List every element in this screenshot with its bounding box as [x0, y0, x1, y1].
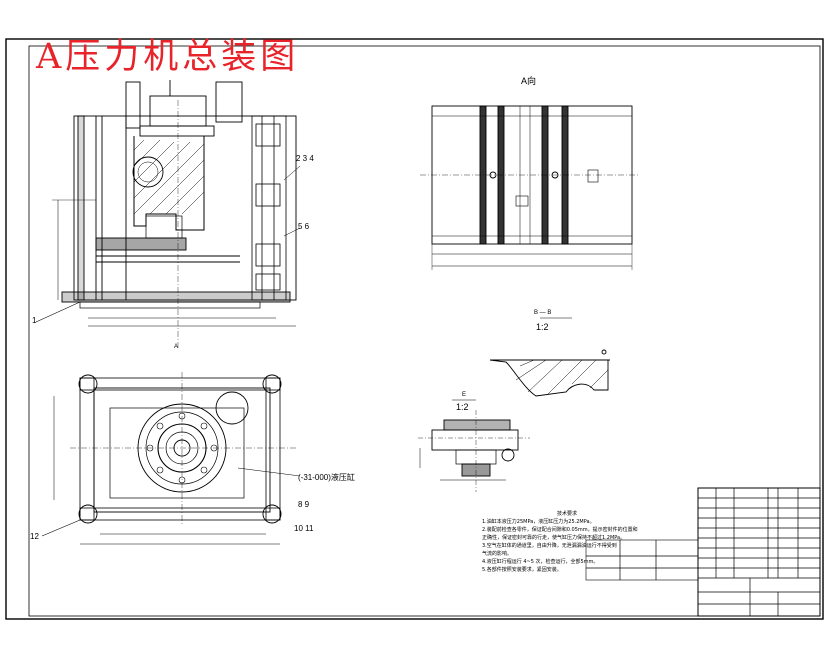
section-b-label: B — B: [534, 310, 552, 316]
title-block: [585, 487, 821, 617]
mark-a: A: [174, 344, 179, 350]
callout-2-3-4: 2 3 4: [296, 154, 314, 163]
technical-notes: 技术要求 1.油缸本液压力25MPa，液压缸压力为25.2MPa。 2.装配前检…: [482, 510, 692, 574]
callout-10-11: 10 11: [294, 524, 314, 533]
callout-5-6: 5 6: [298, 222, 310, 231]
callout-1: 1: [32, 316, 37, 325]
callout-8-9: 8 9: [298, 500, 310, 509]
inner-border: [28, 45, 821, 617]
drawing-title: A压力机总装图: [36, 37, 300, 77]
note-line: 4.液压缸行程运行 4~5 次，检查运行，全部5mm。: [482, 559, 599, 565]
view-a: [420, 105, 640, 270]
note-line: 正确性，保证密封可靠的行走，使气缸压力保持不超过1.2MPa。: [482, 535, 626, 541]
outer-border: [5, 38, 824, 620]
callout-hydraulic-cylinder: (-31-000)液压缸: [298, 473, 355, 482]
note-line: 2.装配前检查各零件，保证配合间隙和0.05mm，提示密封件的位置和: [482, 527, 638, 533]
view-a-label: A向: [521, 76, 537, 86]
note-line: 1.油缸本液压力25MPa，液压缸压力为25.2MPa。: [482, 519, 595, 525]
detail-e-scale: 1:2: [456, 402, 469, 412]
callout-12: 12: [30, 532, 39, 541]
technical-notes-heading: 技术要求: [556, 511, 577, 517]
section-b-scale: 1:2: [536, 322, 549, 332]
detail-e: [418, 399, 530, 492]
detail-e-label: E: [462, 392, 467, 398]
note-line: 5.各部件按照安装要求，紧固安装。: [482, 567, 562, 573]
top-view: [41, 372, 301, 545]
note-line: 气流的影响。: [482, 551, 513, 557]
section-b-b: [489, 317, 610, 397]
front-view: [35, 80, 301, 350]
note-line: 3.空气在缸体的通道里，自由升降，无泄漏漏油运行不得受到: [482, 543, 617, 549]
